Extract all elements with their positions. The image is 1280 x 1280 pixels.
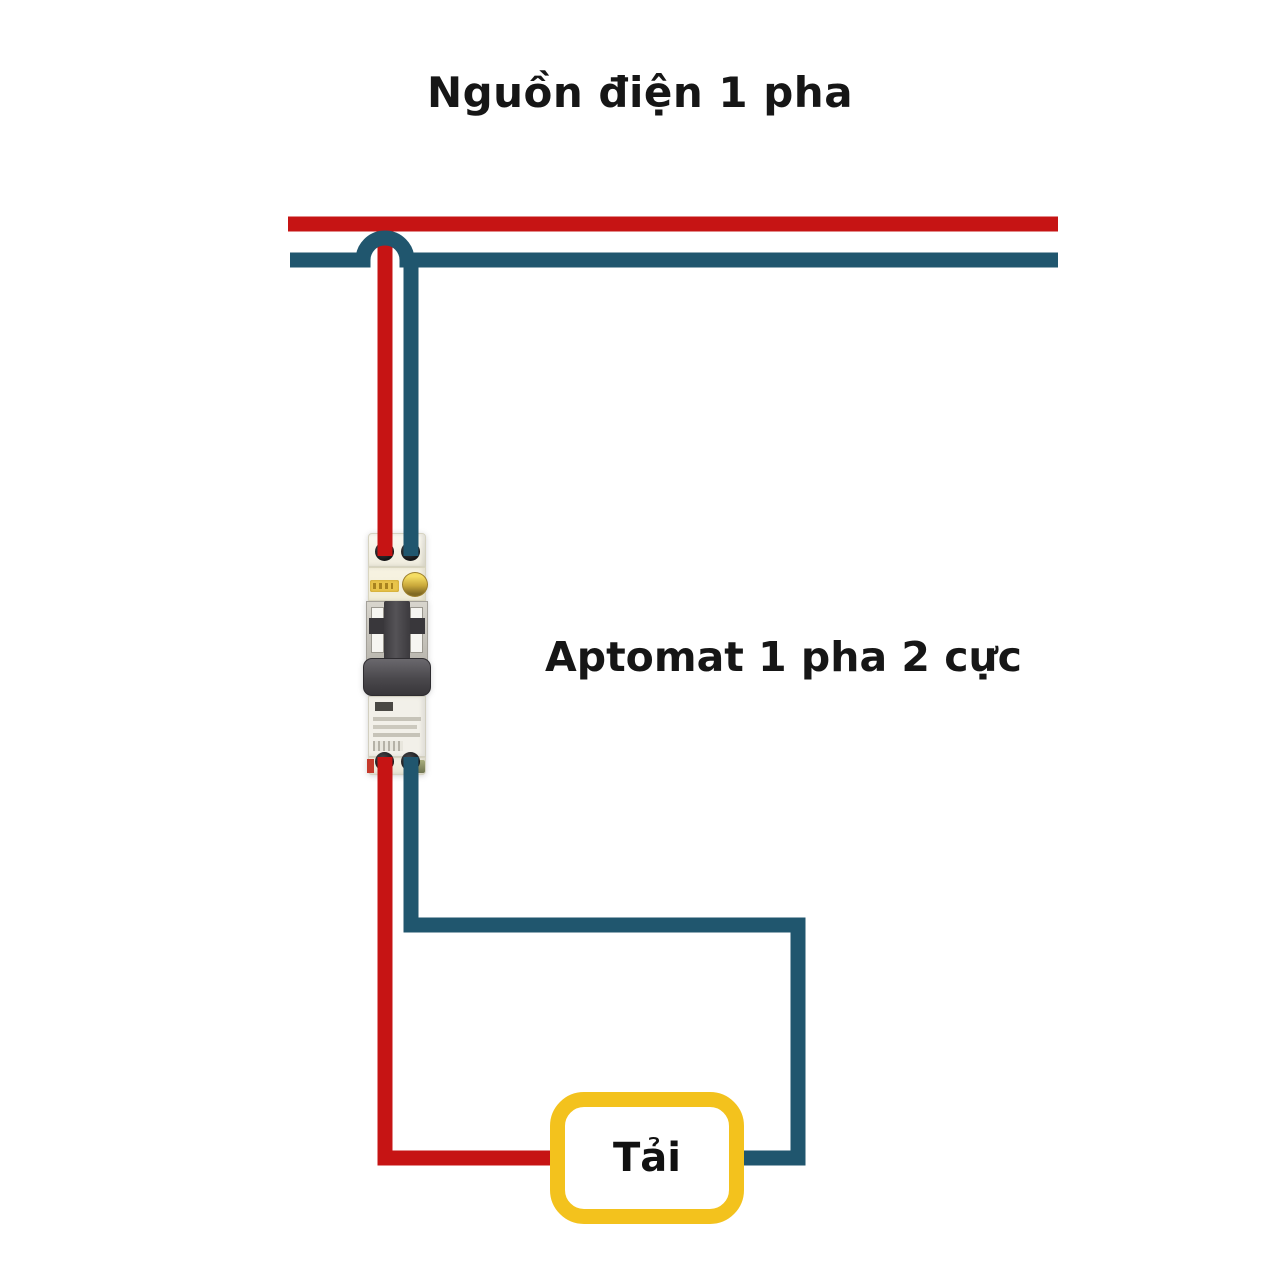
breaker-toggle-lever: [384, 601, 410, 661]
breaker-red-tag: [367, 759, 374, 773]
breaker-test-button: [402, 572, 428, 597]
breaker-spec-print-line: [373, 725, 417, 729]
load-box: Tải: [550, 1092, 744, 1224]
breaker-spec-print-line: [373, 733, 420, 737]
breaker-rail-screw: [417, 760, 425, 773]
breaker-spec-barcode: [373, 741, 403, 751]
neutral-wire-blue: [290, 230, 1058, 1166]
breaker-label: Aptomat 1 pha 2 cực: [545, 633, 1022, 681]
breaker-rating-label: [370, 580, 399, 592]
diagram-title: Nguồn điện 1 pha: [426, 68, 854, 117]
breaker-spec-mark: [375, 702, 393, 711]
breaker-toggle-knob: [363, 658, 431, 696]
load-label: Tải: [613, 1135, 681, 1181]
breaker-spec-print-line: [373, 717, 421, 721]
live-wire-red: [288, 216, 1058, 1166]
